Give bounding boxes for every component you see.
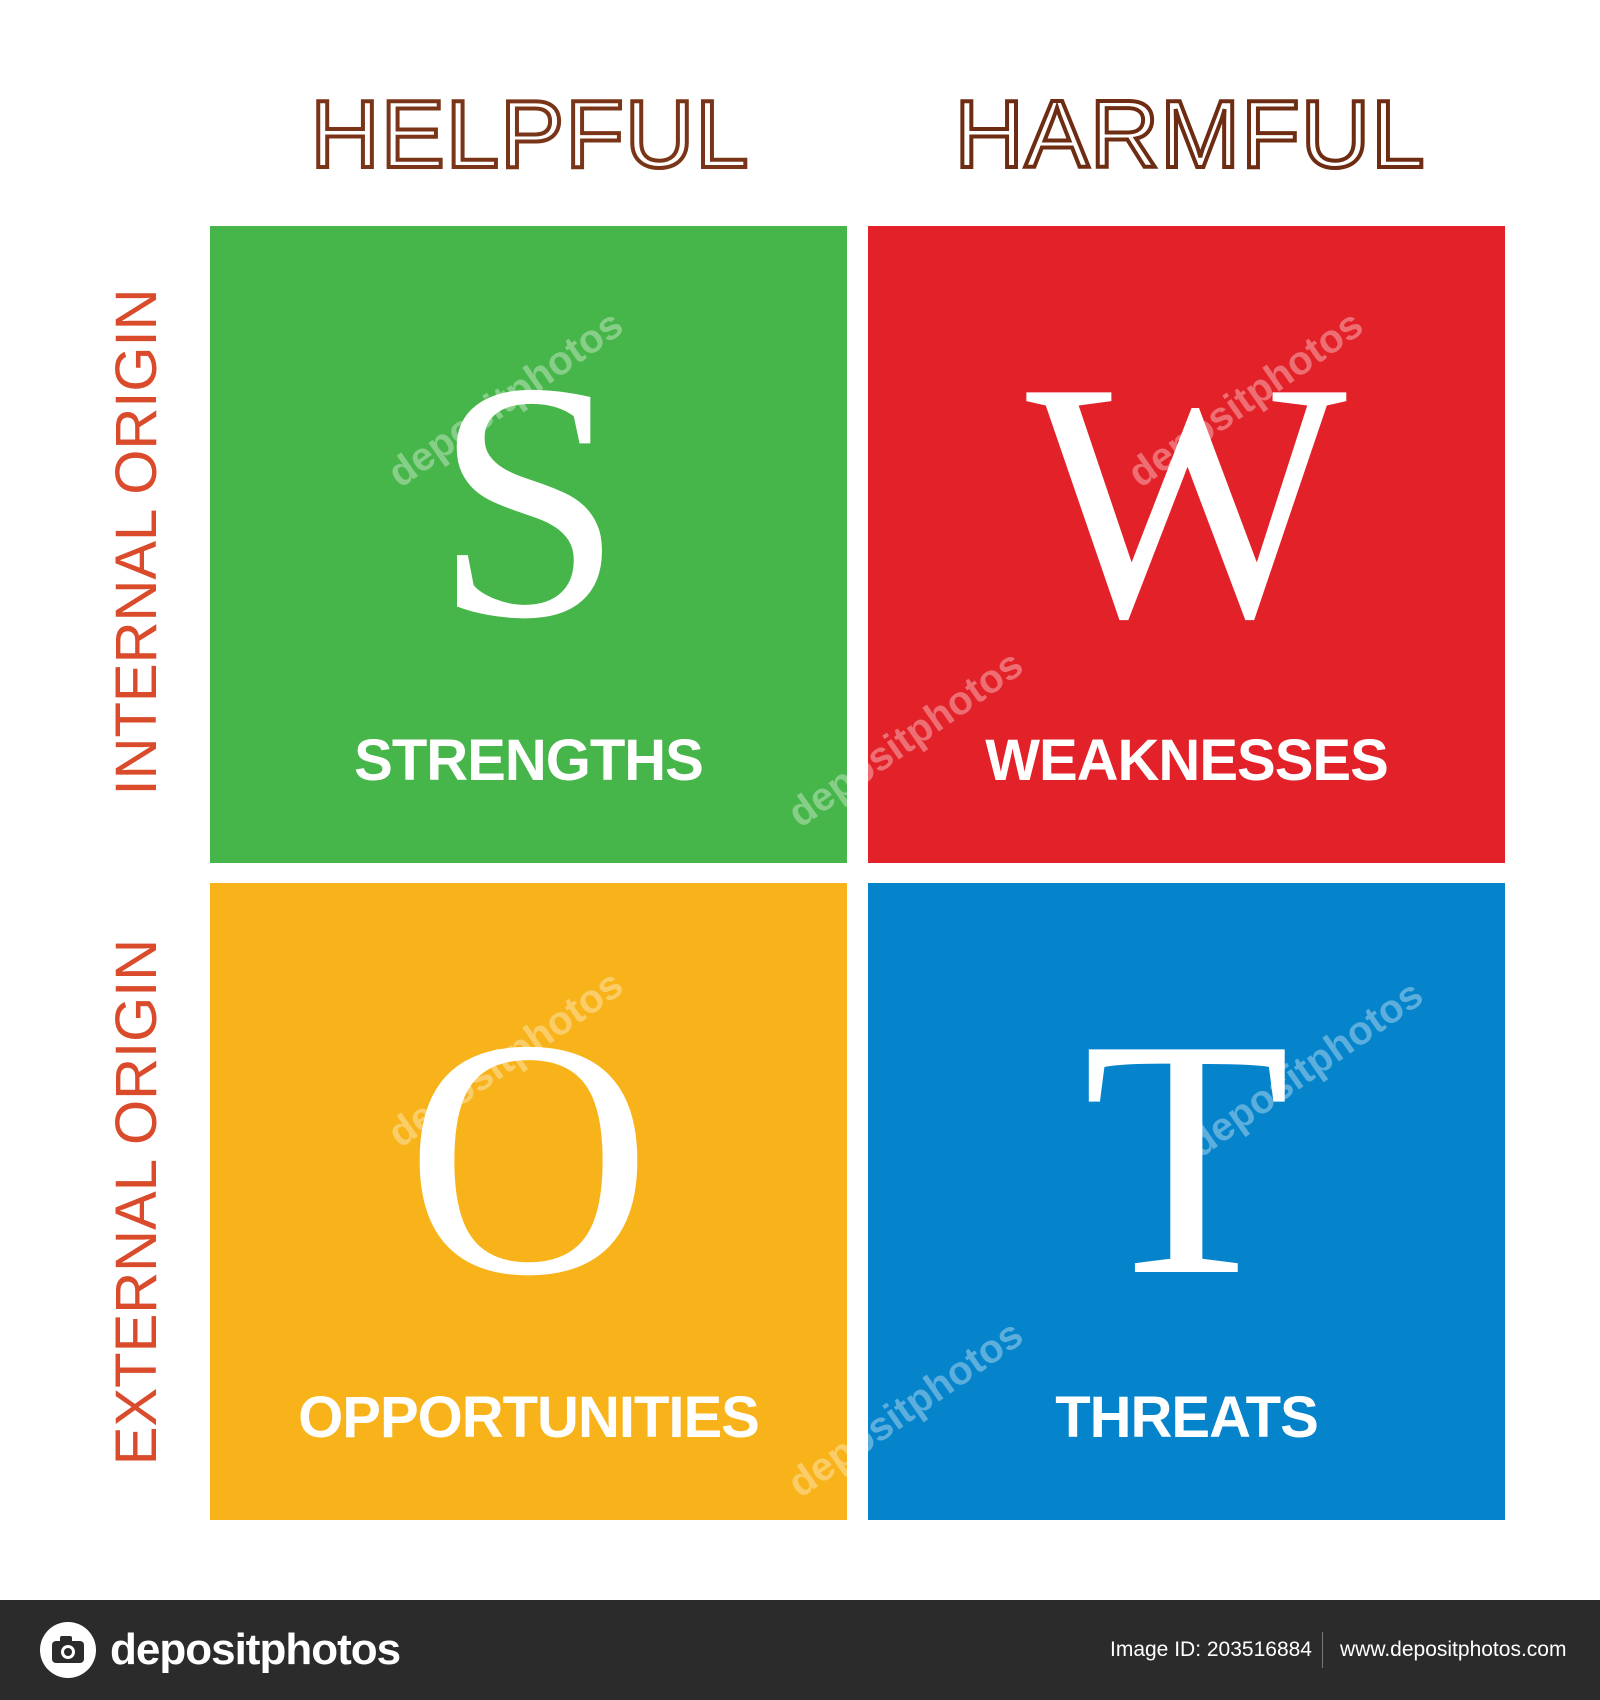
column-header-helpful: HELPFUL <box>308 81 750 188</box>
row-header-external-origin: EXTERNAL ORIGIN <box>104 938 169 1466</box>
footer-divider <box>1322 1632 1323 1668</box>
quadrant-letter-w: W <box>1026 312 1347 689</box>
site-url-link[interactable]: www.depositphotos.com <box>1340 1638 1567 1661</box>
quadrant-threats: T THREATS <box>868 883 1505 1520</box>
quadrant-strengths: S STRENGTHS <box>210 226 847 863</box>
quadrant-letter-o: O <box>405 969 652 1346</box>
quadrant-label-opportunities: OPPORTUNITIES <box>298 1385 760 1450</box>
quadrant-label-threats: THREATS <box>1055 1385 1319 1450</box>
row-header-internal-origin: INTERNAL ORIGIN <box>104 288 169 796</box>
camera-logo-icon <box>40 1622 96 1678</box>
quadrant-letter-s: S <box>433 312 624 689</box>
image-id: Image ID: 203516884 <box>1110 1638 1312 1661</box>
column-header-harmful: HARMFUL <box>952 81 1426 188</box>
quadrant-weaknesses: W WEAKNESSES <box>868 226 1505 863</box>
quadrant-label-strengths: STRENGTHS <box>354 728 704 793</box>
footer-bar: depositphotos Image ID: 203516884 www.de… <box>0 1600 1600 1700</box>
quadrant-letter-t: T <box>1082 969 1291 1346</box>
quadrant-opportunities: O OPPORTUNITIES <box>210 883 847 1520</box>
quadrant-label-weaknesses: WEAKNESSES <box>985 728 1389 793</box>
brand-logo-text: depositphotos <box>110 1625 401 1674</box>
